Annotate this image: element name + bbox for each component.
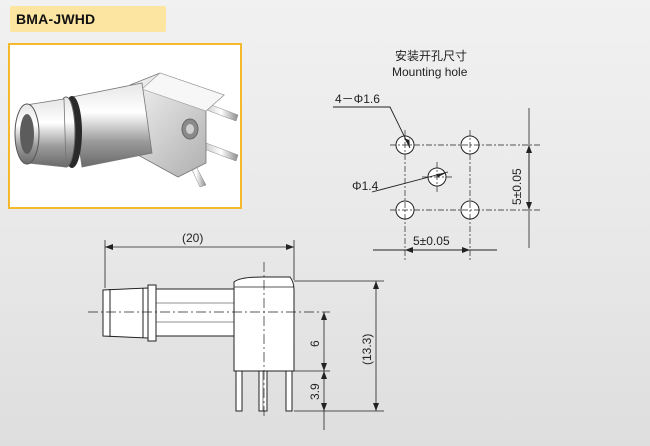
center-height-dim: 6 — [308, 340, 322, 347]
mounting-hole-label-en: Mounting hole — [392, 65, 468, 79]
height-dim: (13.3) — [360, 334, 374, 365]
horizontal-spacing-dim: 5±0.05 — [413, 234, 450, 248]
pin-length-dim: 3.9 — [308, 383, 322, 400]
product-title: BMA-JWHD — [16, 11, 96, 27]
vertical-spacing-dim: 5±0.05 — [510, 168, 524, 205]
mounting-hole-pattern — [395, 135, 480, 220]
side-view-drawing — [88, 240, 330, 418]
title-banner: BMA-JWHD — [10, 6, 166, 32]
length-dim: (20) — [182, 231, 203, 245]
hole-count-dim: 4－Φ1.6 — [335, 92, 380, 106]
connector-photo-image — [14, 72, 239, 188]
mounting-hole-label-cn: 安装开孔尺寸 — [395, 48, 467, 63]
center-hole-dim: Φ1.4 — [352, 179, 379, 193]
hole-centerlines — [390, 130, 542, 262]
product-photo — [8, 43, 242, 209]
